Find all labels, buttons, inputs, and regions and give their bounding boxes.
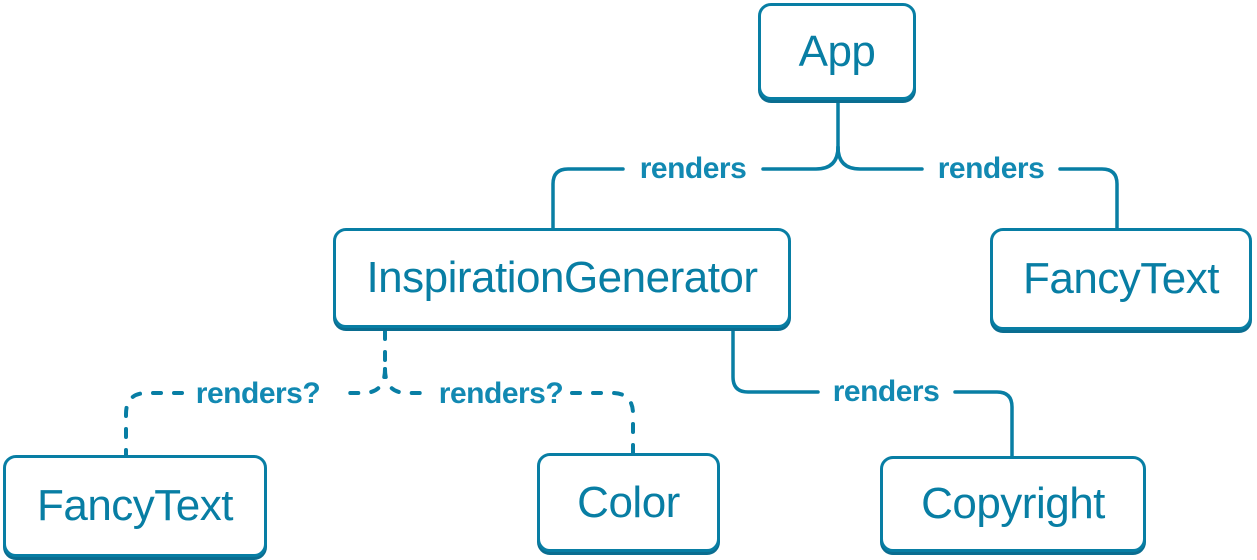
edge-inspirationgenerator-color-dashed-line-b [570,391,635,455]
edge-inspirationgenerator-fancytext-dashed-line-b [124,391,184,458]
edge-label-inspirationgenerator-fancytext: renders? [189,377,327,411]
edge-label-inspirationgenerator-copyright: renders [826,375,946,409]
node-copyright-label: Copyright [921,479,1105,528]
edge-label-app-fancytext: renders [931,152,1051,186]
node-fancy-text-bottom-label: FancyText [36,481,234,530]
edge-inspirationgenerator-fancytext-dashed-line-a [336,367,387,395]
node-fancy-text-top: FancyText [990,228,1252,330]
node-fancy-text-bottom: FancyText [3,455,267,557]
edge-app-fancytext-line-b [1058,167,1119,232]
node-color-label: Color [577,477,680,527]
edge-app-inspirationgenerator-line-b [551,167,625,232]
node-inspiration-generator-label: InspirationGenerator [366,253,758,302]
node-inspiration-generator: InspirationGenerator [333,228,791,328]
node-app-label: App [798,26,876,76]
edge-label-app-inspirationgenerator: renders [633,152,753,186]
node-app: App [758,3,916,100]
dashed-edges [124,329,635,458]
edge-inspirationgenerator-copyright-line-b [953,390,1014,460]
edge-inspirationgenerator-color-dashed-line-a [383,367,429,395]
edge-inspirationgenerator-copyright-line-a [731,327,820,394]
solid-edges [551,97,1119,460]
node-fancy-text-top-label: FancyText [1022,254,1220,303]
node-color: Color [537,453,720,552]
edge-label-inspirationgenerator-color: renders? [432,377,570,411]
node-copyright: Copyright [880,456,1146,552]
edge-app-fancytext-line-a [836,145,924,171]
edge-app-inspirationgenerator-line-a [761,145,840,171]
